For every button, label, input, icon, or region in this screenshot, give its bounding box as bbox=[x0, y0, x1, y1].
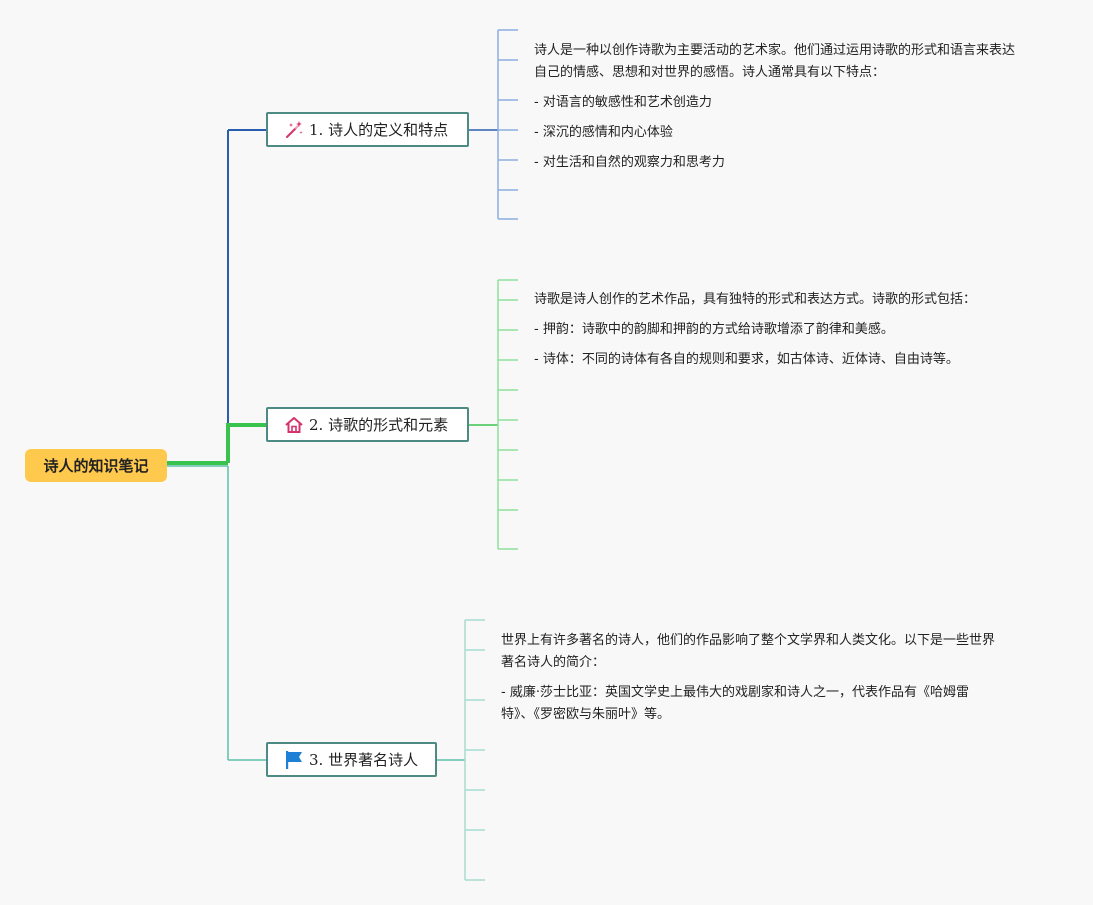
note-paragraph: 世界上有许多著名的诗人，他们的作品影响了整个文学界和人类文化。以下是一些世界著名… bbox=[501, 633, 996, 670]
flag-icon bbox=[284, 750, 304, 770]
note-paragraph: 诗歌是诗人创作的艺术作品，具有独特的形式和表达方式。诗歌的形式包括： bbox=[534, 292, 977, 307]
note-forms: 诗歌是诗人创作的艺术作品，具有独特的形式和表达方式。诗歌的形式包括： - 押韵：… bbox=[534, 289, 1026, 379]
note-paragraph: - 威廉·莎士比亚：英国文学史上最伟大的戏剧家和诗人之一，代表作品有《哈姆雷特》… bbox=[501, 685, 969, 722]
house-icon bbox=[284, 415, 304, 435]
note-paragraph: - 押韵：诗歌中的韵脚和押韵的方式给诗歌增添了韵律和美感。 bbox=[534, 322, 894, 337]
note-paragraph: - 对生活和自然的观察力和思考力 bbox=[534, 155, 725, 170]
magic-wand-icon bbox=[284, 120, 304, 140]
topic-famous-poets[interactable]: 3. 世界著名诗人 bbox=[266, 742, 437, 777]
note-paragraph: - 对语言的敏感性和艺术创造力 bbox=[534, 95, 712, 110]
topic-label: 2. 诗歌的形式和元素 bbox=[309, 416, 449, 434]
topic-label: 1. 诗人的定义和特点 bbox=[309, 121, 449, 139]
note-paragraph: 诗人是一种以创作诗歌为主要活动的艺术家。他们通过运用诗歌的形式和语言来表达自己的… bbox=[534, 43, 1016, 80]
topic-forms[interactable]: 2. 诗歌的形式和元素 bbox=[266, 407, 469, 442]
note-famous-poets: 世界上有许多著名的诗人，他们的作品影响了整个文学界和人类文化。以下是一些世界著名… bbox=[501, 630, 995, 734]
root-topic-label: 诗人的知识笔记 bbox=[43, 457, 149, 475]
root-topic[interactable]: 诗人的知识笔记 bbox=[25, 449, 167, 482]
topic-label: 3. 世界著名诗人 bbox=[309, 751, 419, 769]
note-definition: 诗人是一种以创作诗歌为主要活动的艺术家。他们通过运用诗歌的形式和语言来表达自己的… bbox=[534, 40, 1026, 182]
note-paragraph: - 深沉的感情和内心体验 bbox=[534, 125, 673, 140]
topic-definition[interactable]: 1. 诗人的定义和特点 bbox=[266, 112, 469, 147]
note-paragraph: - 诗体：不同的诗体有各自的规则和要求，如古体诗、近体诗、自由诗等。 bbox=[534, 352, 959, 367]
